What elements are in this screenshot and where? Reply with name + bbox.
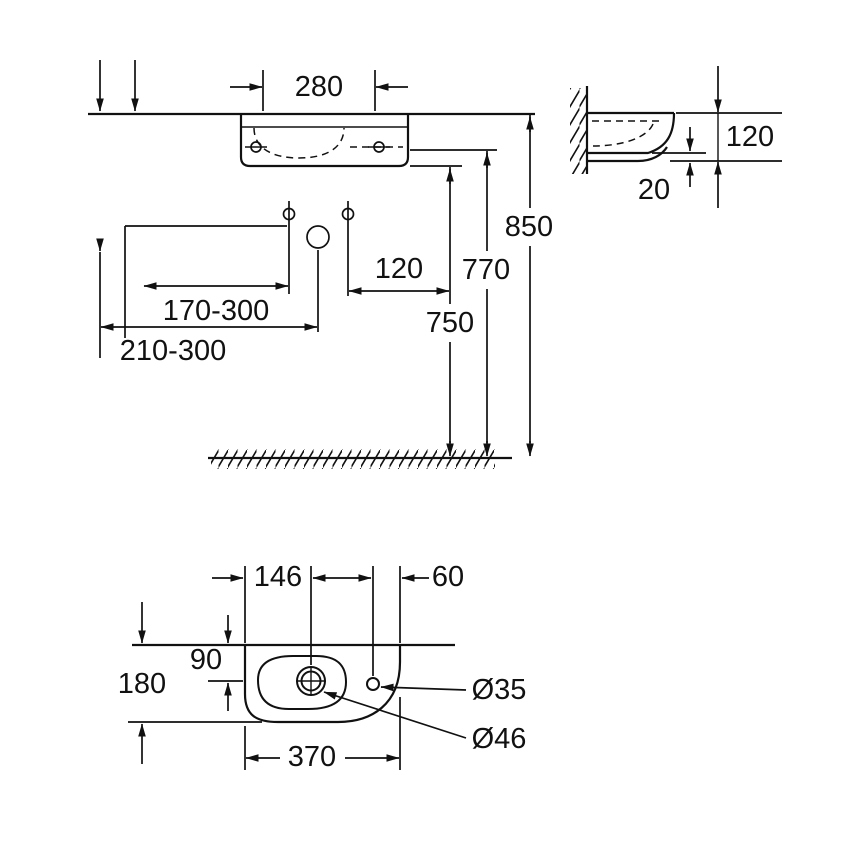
dim-tap-146: 146 — [212, 561, 372, 593]
dim-height-750: 750 — [426, 167, 474, 457]
dim-outlet-range: 210-300 — [100, 323, 318, 367]
dim-width-370: 370 — [244, 697, 401, 773]
dim-label-210-300: 210-300 — [120, 335, 226, 367]
dim-label-146: 146 — [254, 561, 302, 593]
wall-hatching — [570, 88, 587, 174]
dim-label-dia46: Ø46 — [472, 723, 527, 755]
dim-label-770: 770 — [462, 254, 510, 286]
dim-label-180: 180 — [118, 668, 166, 700]
side-bowl-hidden-line — [592, 123, 654, 147]
basin-plan-outline — [243, 645, 402, 724]
side-profile-view: 120 20 — [570, 66, 782, 208]
callout-dia-35: Ø35 — [380, 674, 527, 706]
dim-label-280: 280 — [295, 71, 343, 103]
dim-label-90: 90 — [190, 644, 222, 676]
dim-label-dia35: Ø35 — [472, 674, 527, 706]
dim-outlet-offset: 120 — [348, 253, 450, 295]
dim-depth-180: 180 — [118, 602, 262, 764]
basin-side-profile — [587, 112, 676, 155]
dim-side-height-120: 120 — [670, 66, 782, 208]
basin-side-lip — [587, 146, 668, 163]
dim-tap-range: 170-300 — [143, 282, 289, 327]
front-elevation-view: 280 170-300 — [88, 60, 553, 469]
fixing-hole-left — [245, 141, 267, 153]
dim-label-370: 370 — [288, 741, 336, 773]
bowl-plan-outline — [256, 655, 348, 710]
dim-width-280: 280 — [230, 70, 408, 111]
dim-label-120-side: 120 — [726, 121, 774, 153]
dim-label-850: 850 — [505, 211, 553, 243]
callout-dia-46: Ø46 — [323, 691, 527, 755]
dim-label-20: 20 — [638, 174, 670, 206]
dim-height-770: 770 — [462, 151, 510, 457]
outlet-circle — [306, 225, 330, 249]
dim-label-60: 60 — [432, 561, 464, 593]
dim-label-170-300: 170-300 — [163, 295, 269, 327]
dim-tap-depth-90: 90 — [190, 615, 243, 711]
dim-label-120-front: 120 — [375, 253, 423, 285]
dim-height-850: 850 — [505, 115, 553, 457]
dim-edge-20: 20 — [638, 127, 706, 206]
floor-line — [208, 449, 512, 469]
dim-hole-60: 60 — [401, 561, 464, 593]
small-hole-circle — [366, 677, 380, 691]
dim-label-750: 750 — [426, 307, 474, 339]
plan-view: 146 60 90 180 370 — [118, 561, 527, 773]
fixing-hole-right — [368, 141, 390, 153]
basin-front-outline — [239, 114, 410, 168]
